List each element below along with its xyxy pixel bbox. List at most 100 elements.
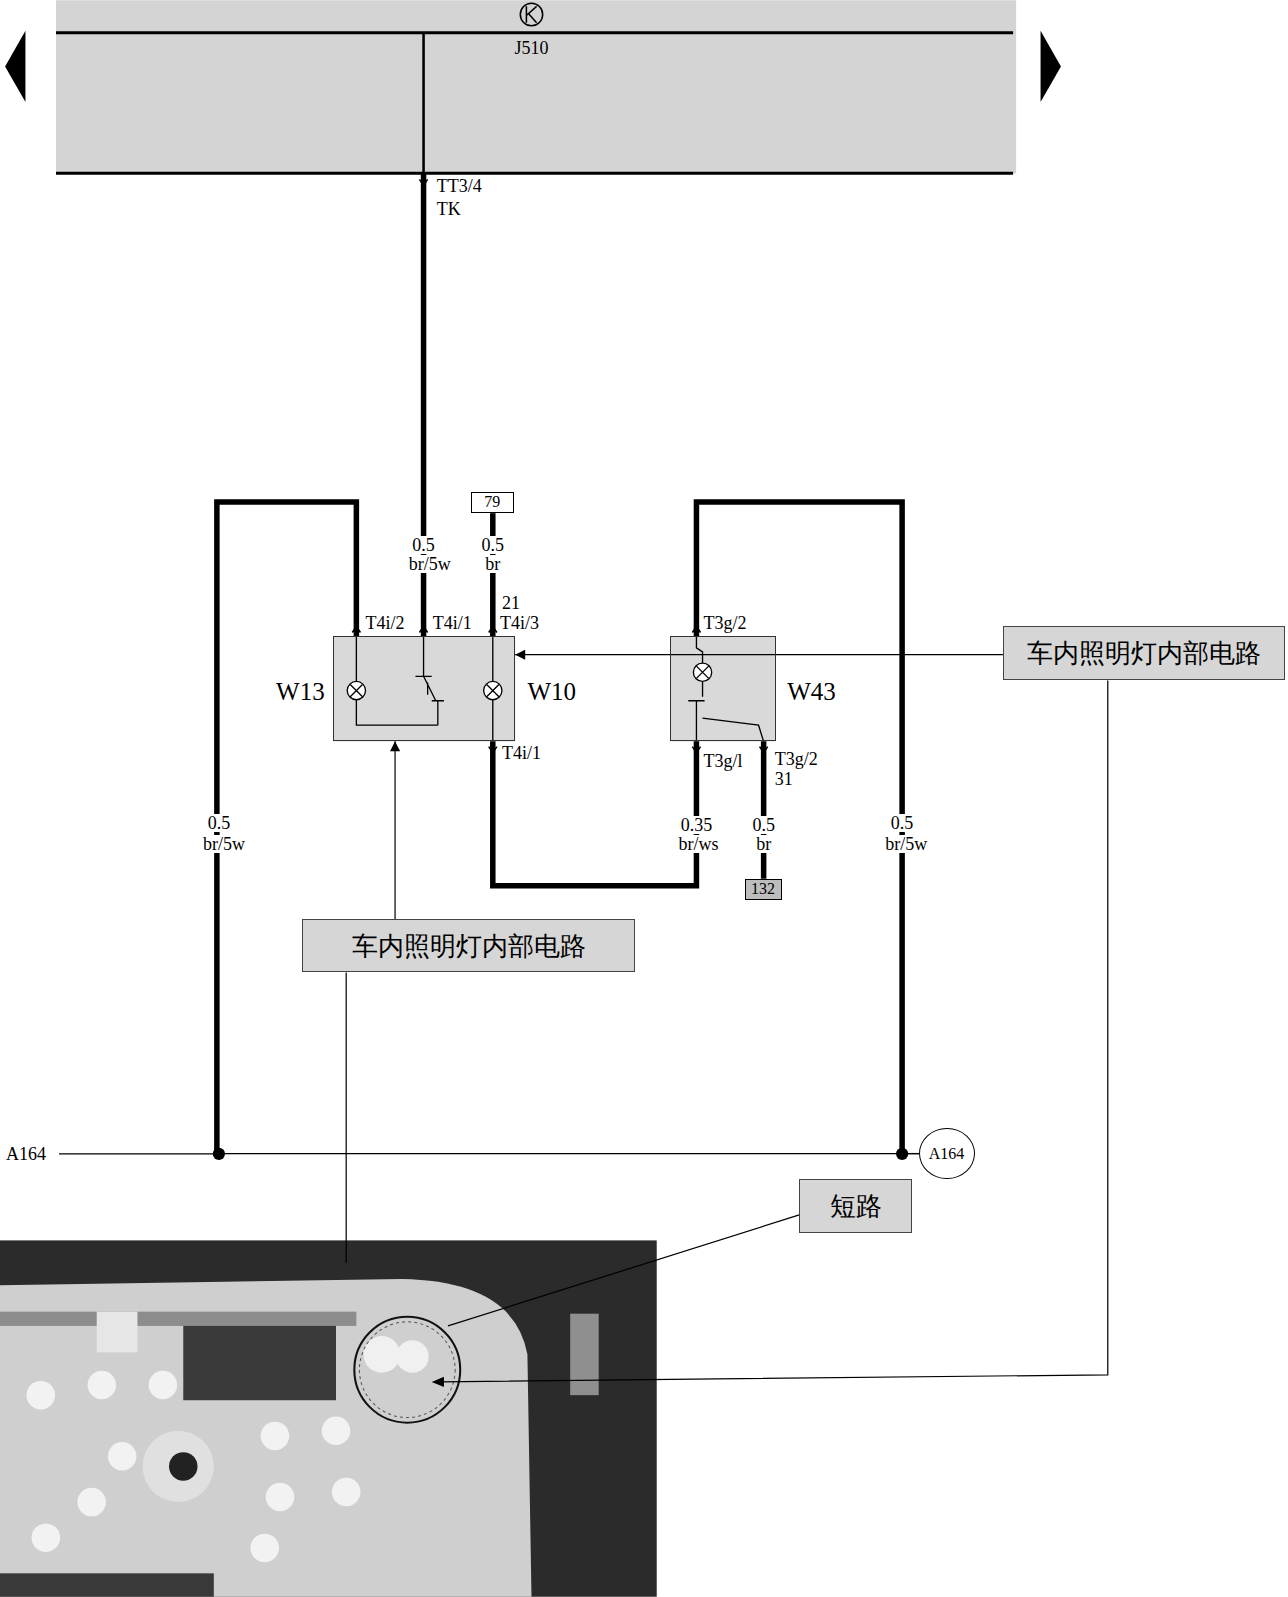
- wire-color: br/5w: [408, 555, 452, 573]
- lamp-photo: [570, 1314, 599, 1395]
- wire: [490, 513, 496, 636]
- pin-name: T4i/1: [432, 614, 473, 632]
- lamp-unit: W13W10: [333, 636, 515, 741]
- wire-size: 0.5: [890, 814, 915, 832]
- lamp-photo: [88, 1371, 117, 1400]
- pin-name: T3g/l: [703, 752, 744, 770]
- lamp-photo: [0, 1279, 531, 1597]
- callout-text: 车内照明灯内部电路: [1027, 640, 1261, 666]
- lamp-photo: [169, 1452, 198, 1481]
- control-unit-band: [5, 0, 1061, 185]
- lamp-photo: [183, 1324, 336, 1400]
- leader-arrow: [395, 741, 396, 919]
- leader-line: [440, 680, 1108, 1382]
- pin-name: TK: [436, 200, 462, 218]
- wire-color: br/ws: [677, 835, 719, 853]
- terminal-number: 21: [501, 594, 521, 612]
- lamp-unit-body: [670, 637, 776, 742]
- lamp-internal-circuit: [696, 666, 708, 678]
- terminal-number: 31: [774, 770, 794, 788]
- wire-color: br/5w: [884, 835, 928, 853]
- lamp-photo: [322, 1417, 351, 1446]
- lamp-photo: [32, 1523, 61, 1552]
- component-name: J510: [514, 39, 548, 57]
- component-name: A164: [929, 1146, 965, 1162]
- wire: [696, 502, 902, 1154]
- leader-line: [432, 1377, 444, 1387]
- lamp-photo: [97, 1312, 138, 1353]
- pin-name: T4i/3: [499, 614, 540, 632]
- control-unit-band: [1041, 31, 1061, 102]
- connection-name: A164: [5, 1145, 47, 1163]
- wire: [761, 741, 767, 878]
- wire: [902, 1153, 919, 1154]
- wire: [696, 502, 919, 1154]
- wire-size: 0.35: [680, 816, 714, 834]
- wire-size: 0.5: [481, 536, 506, 554]
- component-name: W43: [787, 679, 836, 704]
- connection-circle: A164: [919, 1128, 975, 1179]
- wire: [217, 502, 919, 1154]
- callout-box: 车内照明灯内部电路: [1003, 626, 1285, 680]
- callout-text: 短路: [830, 1193, 882, 1219]
- lamp-photo: [0, 1240, 657, 1596]
- lamp-photo: [261, 1422, 290, 1451]
- callout-box: 短路: [799, 1179, 912, 1233]
- component-name: W13: [276, 679, 325, 704]
- control-unit-band: [56, 172, 1013, 175]
- wire: [217, 502, 356, 1154]
- lamp-internal-circuit: [347, 637, 763, 742]
- wire: [217, 1153, 919, 1154]
- pin-name: T4i/1: [501, 744, 542, 762]
- ground-line: [59, 1153, 219, 1154]
- pin-name: T3g/2: [774, 750, 819, 768]
- callout-text: 车内照明灯内部电路: [352, 933, 586, 959]
- lamp-unit-body: [333, 637, 776, 742]
- lamp-internal-circuit: [487, 684, 499, 696]
- leader-line: [346, 680, 1108, 1387]
- connector-ref-box: 79: [471, 492, 514, 513]
- lamp-photo: [108, 1442, 137, 1471]
- component-name: 132: [751, 881, 775, 897]
- lamp-photo: [359, 1322, 455, 1418]
- wire-color: br: [484, 555, 501, 573]
- lamp-internal-circuit: [688, 637, 763, 742]
- leader-line: [346, 973, 347, 1263]
- control-unit-band: [422, 33, 425, 174]
- leader-arrow: [394, 741, 395, 919]
- lamp-photo: [363, 1336, 400, 1373]
- lamp-photo: [77, 1488, 106, 1517]
- control-unit-band: [56, 31, 1013, 34]
- lamp-photo: [396, 1340, 429, 1373]
- lamp-internal-circuit: [350, 684, 362, 696]
- wire-size: 0.5: [207, 814, 232, 832]
- lamp-internal-circuit: [693, 663, 711, 681]
- lamp-photo: [143, 1431, 214, 1502]
- lamp-internal-circuit: [356, 637, 492, 742]
- lamp-photo: [0, 1573, 214, 1596]
- wire-color: br/5w: [202, 835, 246, 853]
- leader-arrow: [515, 654, 1003, 655]
- pin-marker: [352, 626, 767, 752]
- ecu-band: J510: [56, 0, 1016, 173]
- lamp-unit-body: [333, 637, 515, 742]
- ground-ref-box: 132: [745, 879, 782, 900]
- pin-name: T3g/2: [703, 614, 748, 632]
- control-unit-band: [520, 3, 542, 25]
- lamp-photo: [266, 1483, 295, 1512]
- control-unit-band: [526, 6, 536, 22]
- lamp-internal-circuit: [347, 681, 365, 699]
- component-name: 79: [484, 494, 500, 510]
- lamp-photo: [149, 1371, 178, 1400]
- lamp-internal-circuit: [484, 681, 502, 699]
- callout-box: 车内照明灯内部电路: [302, 919, 635, 972]
- lamp-photo: [354, 1317, 460, 1423]
- wire: [492, 513, 493, 636]
- wire-size: 0.5: [751, 816, 776, 834]
- wire: [493, 741, 697, 886]
- lamp-internal-circuit: [415, 637, 444, 726]
- lamp-photo: [250, 1534, 279, 1563]
